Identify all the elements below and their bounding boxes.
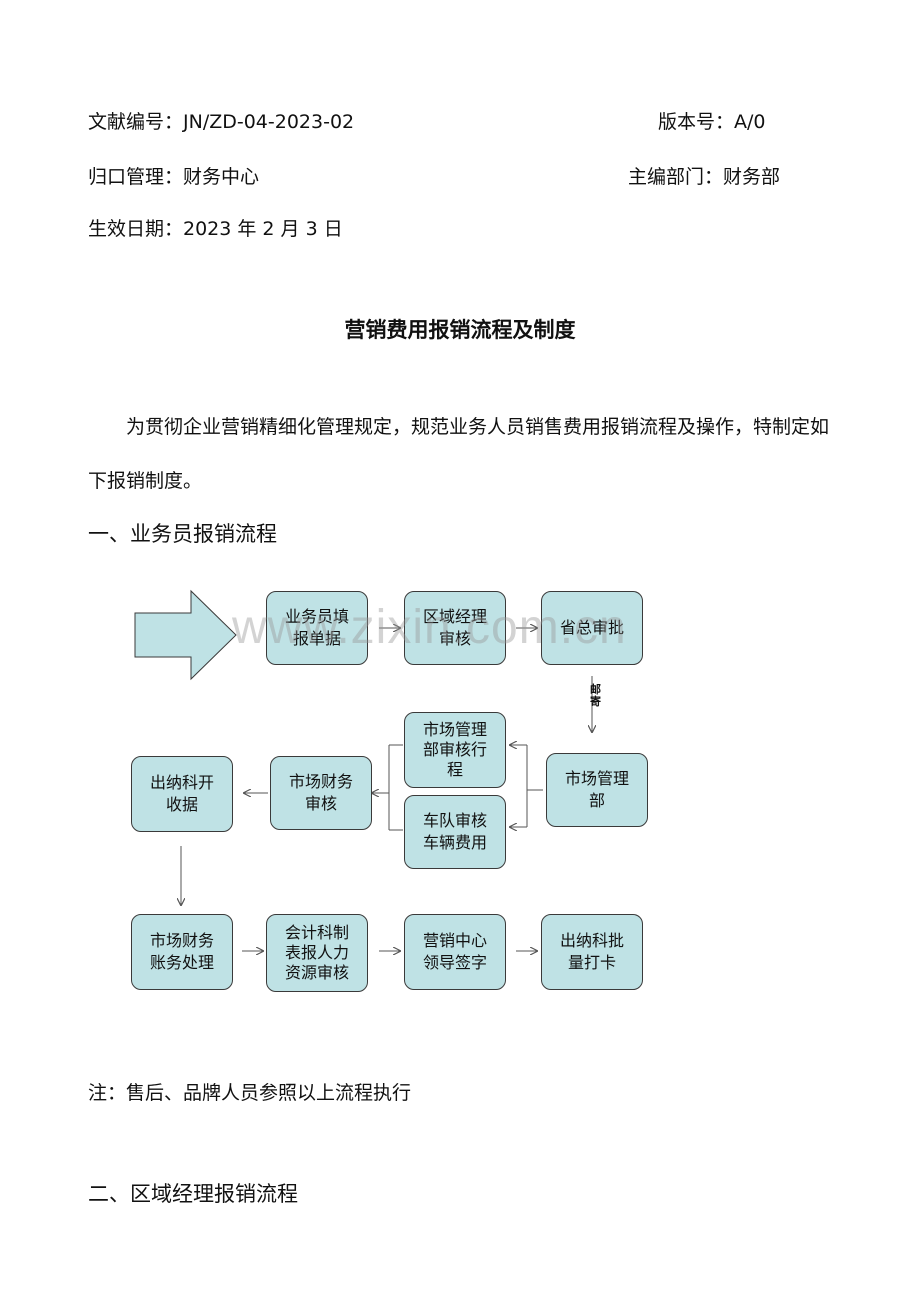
document-title: 营销费用报销流程及制度 [344,318,576,342]
section-heading-2: 二、区域经理报销流程 [88,1182,298,1206]
step-provincial-director-approve: 省总审批 [541,591,643,665]
step-cashier-receipt: 出纳科开 收据 [131,756,233,832]
step-market-management-dept: 市场管理 部 [546,753,648,827]
mail-label: 邮 寄 [590,683,601,708]
intro-paragraph: 为贯彻企业营销精细化管理规定，规范业务人员销售费用报销流程及操作，特制定如下报销… [88,416,830,492]
note-text: 注：售后、品牌人员参照以上流程执行 [88,1082,412,1104]
editor-department: 主编部门：财务部 [628,166,781,188]
step-market-finance-accounting: 市场财务 账务处理 [131,914,233,990]
step-fill-reimbursement: 业务员填 报单据 [266,591,368,665]
step-fleet-vehicle-review: 车队审核 车辆费用 [404,795,506,869]
step-marketing-center-sign: 营销中心 领导签字 [404,914,506,990]
step-accounting-hr-review: 会计科制 表报人力 资源审核 [266,914,368,992]
step-market-finance-review: 市场财务 审核 [270,756,372,830]
section-heading-1: 一、业务员报销流程 [88,522,277,546]
step-cashier-batch-card: 出纳科批 量打卡 [541,914,643,990]
version-number: 版本号：A/0 [658,111,766,133]
watermark: www.zixin.com.cn [232,601,627,654]
effective-date: 生效日期：2023 年 2 月 3 日 [88,218,343,240]
start-block-arrow [134,589,237,681]
step-itinerary-review: 市场管理 部审核行 程 [404,712,506,788]
document-number: 文献编号：JN/ZD-04-2023-02 [88,111,355,133]
step-regional-manager-review: 区域经理 审核 [404,591,506,665]
managing-department: 归口管理：财务中心 [88,166,260,188]
